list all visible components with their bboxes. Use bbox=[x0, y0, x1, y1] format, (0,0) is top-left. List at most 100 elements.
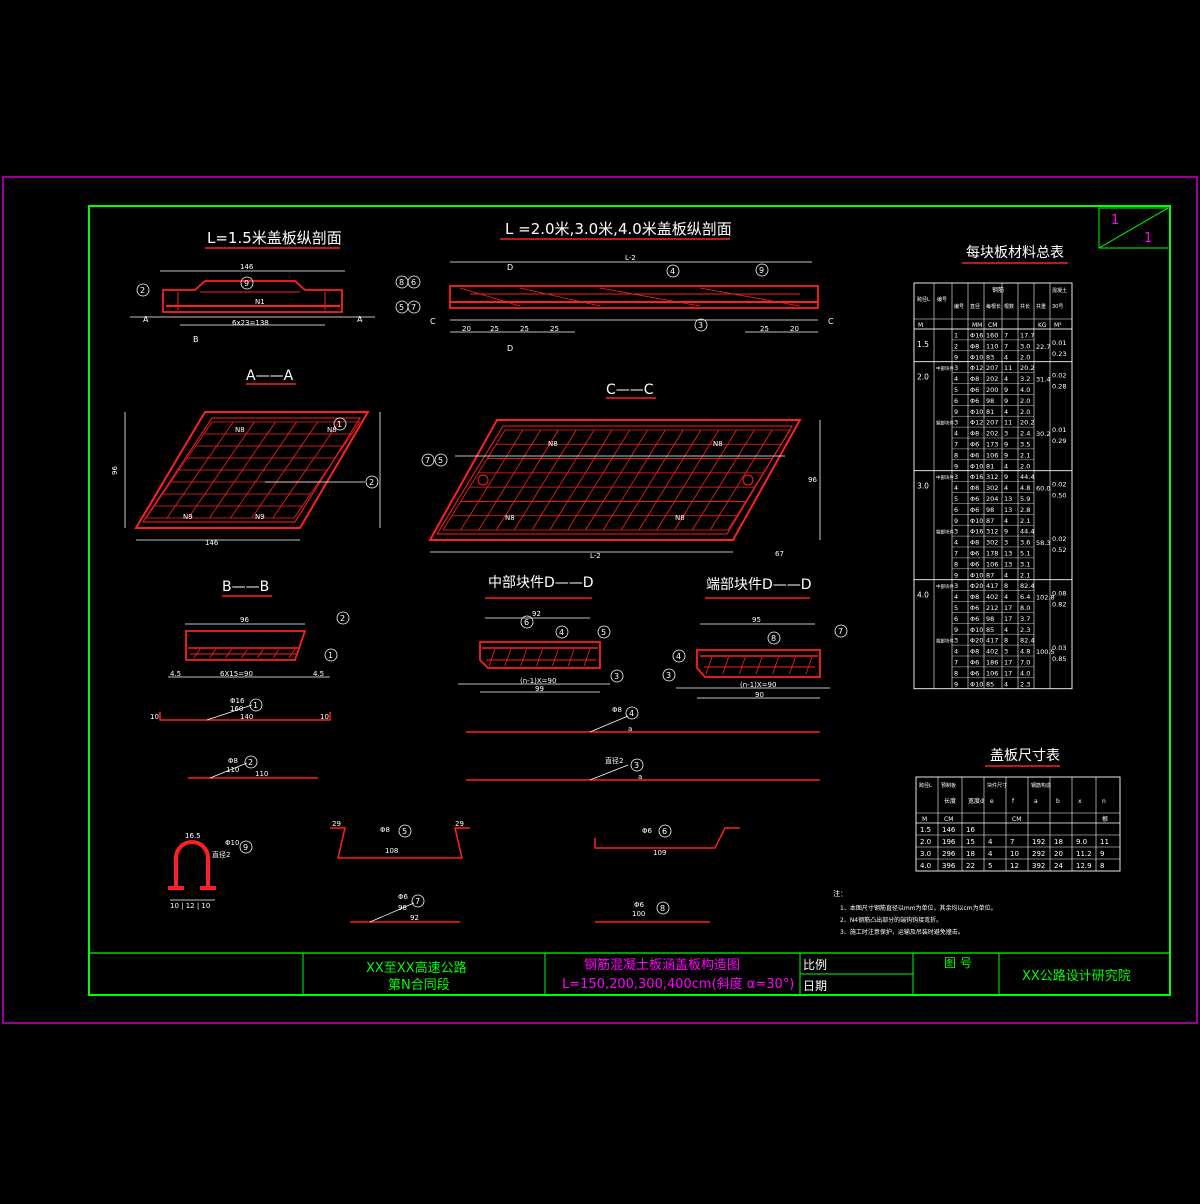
callout-4-l234: 4 bbox=[670, 267, 675, 276]
corner-top: 1 bbox=[1111, 213, 1119, 228]
callout-7-cc: 7 bbox=[425, 456, 430, 465]
mat-cell: Φ6 bbox=[970, 659, 979, 667]
l234-d-top: D bbox=[507, 263, 513, 272]
title-end: 端部块件D——D bbox=[706, 577, 812, 593]
l234-dim-5: 20 bbox=[790, 325, 799, 333]
callout-3-l234: 3 bbox=[698, 321, 703, 330]
mat-cell: 4 bbox=[1004, 375, 1008, 383]
inner-frame bbox=[88, 205, 1171, 996]
rebar-line bbox=[709, 429, 773, 531]
hatch-line bbox=[583, 648, 591, 667]
mat-cell: 17 bbox=[1004, 604, 1012, 612]
section-l15: L=1.5米盖板纵剖面 146 N1 6x23=138 A A B 2 9 bbox=[130, 229, 375, 344]
dim-unit: CM bbox=[944, 816, 953, 823]
dim-unit: 根 bbox=[1102, 815, 1108, 823]
mat-cell: 0.08 bbox=[1052, 590, 1066, 598]
callout-4-bar: 4 bbox=[629, 709, 634, 718]
mat-cell: 7 bbox=[954, 659, 958, 667]
rebar-line bbox=[602, 429, 666, 531]
mat-cell: Φ10 bbox=[970, 408, 983, 416]
dim-cell: 5 bbox=[988, 862, 992, 870]
dim-cell: 11 bbox=[1100, 838, 1109, 846]
dim-cell: 18 bbox=[966, 850, 975, 858]
mat-cell: 7 bbox=[954, 550, 958, 558]
mat-cell: 0.01 bbox=[1052, 426, 1066, 434]
mat-cell: 3.7 bbox=[1020, 615, 1030, 623]
mat-cell: Φ6 bbox=[970, 386, 979, 394]
callout-7-bar: 7 bbox=[415, 897, 420, 906]
mat-cell: 4 bbox=[1004, 593, 1008, 601]
bar3-a: a bbox=[638, 773, 642, 781]
mat-cell: 11 bbox=[1004, 364, 1012, 372]
mat-cell: 98 bbox=[986, 615, 994, 623]
hatch-line bbox=[772, 656, 780, 675]
mat-cell: 0.02 bbox=[1052, 372, 1066, 380]
mat-cell: Φ6 bbox=[970, 604, 979, 612]
mat-cell: 13 bbox=[1004, 550, 1012, 558]
mat-cell: Φ8 bbox=[970, 484, 979, 492]
mat-cell: 3.6 bbox=[1020, 539, 1030, 547]
mat-header: 直径 bbox=[970, 303, 980, 310]
rebar-line bbox=[460, 429, 524, 531]
mat-unit: M bbox=[918, 322, 923, 329]
dim-cell: 296 bbox=[942, 850, 956, 858]
callout-3-bar: 3 bbox=[634, 761, 639, 770]
mat-cell: 100.5 bbox=[1036, 648, 1055, 656]
mat-cell: 178 bbox=[986, 550, 998, 558]
callout-2-bb: 2 bbox=[340, 614, 345, 623]
plan-cc: C——C N8 N8 N8 N8 L-2 67 96 7 5 bbox=[421, 382, 821, 560]
mat-cell: Φ10 bbox=[970, 462, 983, 470]
mat-cell: Φ10 bbox=[970, 353, 983, 361]
mat-cell: 4.8 bbox=[1020, 648, 1030, 656]
mat-cell: 17.7 bbox=[1020, 332, 1034, 340]
dim-cell: 10 bbox=[1010, 850, 1019, 858]
hatch-line bbox=[536, 648, 543, 667]
dim-cell: 4 bbox=[988, 838, 993, 846]
mat-cell: 312 bbox=[986, 473, 998, 481]
hatch-line bbox=[225, 648, 232, 659]
bb-45-r: 4.5 bbox=[313, 670, 324, 678]
dim-header: f bbox=[1012, 798, 1015, 805]
rebar-details: Φ16 160 140 10 10 1 Φ8 110 110 2 Φ8 a 4 … bbox=[150, 697, 820, 923]
section-l234: L =2.0米,3.0米,4.0米盖板纵剖面 L-2 D D C C 20 25… bbox=[395, 220, 834, 353]
mat-cell: Φ10 bbox=[970, 571, 983, 579]
mat-unit: KG bbox=[1038, 322, 1047, 329]
rebar-line bbox=[620, 429, 684, 531]
mat-cell: 3 bbox=[1004, 430, 1008, 438]
mat-cell: 3.0 bbox=[917, 482, 929, 491]
mat-cell: 13 bbox=[1004, 560, 1012, 568]
dim-cell: 12.9 bbox=[1076, 862, 1092, 870]
mat-cell: 5 bbox=[954, 386, 958, 394]
dim-header: b bbox=[1056, 798, 1060, 805]
dim-header: 块件尺寸 bbox=[987, 782, 1007, 789]
cc-n8-d: N8 bbox=[675, 514, 685, 522]
rebar-line bbox=[656, 429, 720, 531]
mat-cell: 1 bbox=[954, 332, 958, 340]
bar5-29-l: 29 bbox=[332, 820, 341, 828]
bar1-dia: Φ16 bbox=[230, 697, 245, 705]
cc-w2: 67 bbox=[775, 550, 784, 558]
mat-cell: 4.0 bbox=[1020, 386, 1030, 394]
mat-cell: 0.02 bbox=[1052, 481, 1066, 489]
mat-cell: 0.82 bbox=[1052, 601, 1066, 609]
mat-cell: Φ6 bbox=[970, 560, 979, 568]
bar7-dia: Φ6 bbox=[398, 893, 409, 901]
mat-cell: Φ16 bbox=[970, 528, 983, 536]
title-l234: L =2.0米,3.0米,4.0米盖板纵剖面 bbox=[505, 220, 732, 238]
dim-cell: 15 bbox=[966, 838, 975, 846]
mat-cell: 4 bbox=[954, 648, 958, 656]
callout-4-mid: 4 bbox=[559, 628, 564, 637]
mat-cell: 3 bbox=[954, 528, 958, 536]
mat-cell: 4 bbox=[954, 593, 958, 601]
mid-w: 92 bbox=[532, 610, 541, 618]
hatch-line bbox=[288, 648, 296, 659]
mat-cell: 0.03 bbox=[1052, 644, 1066, 652]
hatch-line bbox=[805, 656, 813, 675]
mat-cell: 44.4 bbox=[1020, 528, 1034, 536]
mat-cell: 106 bbox=[986, 669, 998, 677]
mat-cell: 60.0 bbox=[1036, 485, 1050, 493]
mat-cell: 8.0 bbox=[1020, 604, 1030, 612]
callout-2-l15 bbox=[136, 283, 150, 297]
mat-cell: 2 bbox=[954, 342, 958, 350]
mat-cell: 11 bbox=[1004, 419, 1012, 427]
